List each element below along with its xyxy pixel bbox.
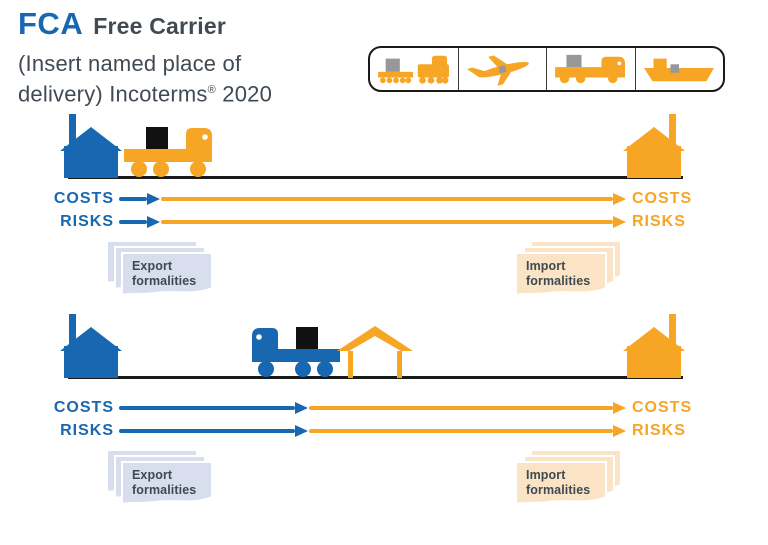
ground-line-2: [68, 375, 683, 379]
costs-orange-line-1: [161, 197, 613, 201]
costs-label-left-2: COSTS: [53, 399, 114, 416]
export-formalities-stack-1: Export formalities: [106, 240, 216, 300]
risks-blue-line-2: [119, 429, 295, 433]
costs-blue-arrowhead-1: [147, 192, 160, 205]
costs-blue-line-2: [119, 406, 295, 410]
risks-label-left-2: RISKS: [60, 422, 114, 439]
import-formalities-label-2: Import formalities: [526, 468, 591, 497]
cargo-ship-icon: [644, 58, 715, 82]
page-title: FCA Free Carrier: [18, 6, 226, 42]
import-formalities-stack-2: Import formalities: [515, 449, 625, 509]
costs-orange-arrowhead-2: [613, 401, 626, 414]
terminal-canopy-icon: [337, 326, 413, 378]
export-formalities-label-1: Export formalities: [132, 259, 197, 288]
incoterm-name: Free Carrier: [93, 13, 227, 39]
risks-orange-line-2: [309, 429, 613, 433]
costs-label-right-2: COSTS: [632, 399, 693, 416]
buyer-factory-icon-1: [623, 114, 685, 178]
risks-orange-arrowhead-2: [613, 424, 626, 437]
mode-cell-road: [547, 48, 636, 90]
freight-train-icon: [377, 55, 449, 84]
seller-truck-icon-2: [252, 327, 340, 377]
transport-modes-box: [368, 46, 725, 92]
registered-mark: ®: [207, 84, 216, 96]
costs-label-right-1: COSTS: [632, 190, 693, 207]
export-formalities-stack-2: Export formalities: [106, 449, 216, 509]
document-sheet: [121, 461, 213, 506]
document-sheet: [515, 461, 607, 506]
import-formalities-label-1: Import formalities: [526, 259, 591, 288]
costs-label-left-1: COSTS: [53, 190, 114, 207]
mode-cell-air: [459, 48, 547, 90]
costs-orange-arrowhead-1: [613, 192, 626, 205]
subtitle: (Insert named place of delivery) Incoter…: [18, 51, 272, 107]
ground-line-1: [68, 175, 683, 179]
export-formalities-label-2: Export formalities: [132, 468, 197, 497]
import-formalities-stack-1: Import formalities: [515, 240, 625, 300]
seller-factory-icon-1: [60, 114, 122, 178]
risks-label-left-1: RISKS: [60, 213, 114, 230]
subtitle-line1: (Insert named place of: [18, 51, 242, 76]
document-sheet: [121, 252, 213, 297]
costs-blue-arrowhead-2: [295, 401, 308, 414]
subtitle-line2: delivery) Incoterms® 2020: [18, 81, 273, 107]
mode-cell-rail: [370, 48, 459, 90]
risks-blue-arrowhead-1: [147, 215, 160, 228]
truck-icon: [554, 54, 625, 84]
airplane-icon: [467, 55, 530, 86]
risks-label-right-2: RISKS: [632, 422, 686, 439]
document-sheet: [515, 252, 607, 297]
risks-blue-arrowhead-2: [295, 424, 308, 437]
incoterm-acronym: FCA: [18, 6, 84, 41]
carrier-truck-icon-1: [124, 127, 212, 177]
risks-blue-line-1: [119, 220, 147, 224]
risks-label-right-1: RISKS: [632, 213, 686, 230]
costs-blue-line-1: [119, 197, 147, 201]
risks-orange-arrowhead-1: [613, 215, 626, 228]
seller-factory-icon-2: [60, 314, 122, 378]
risks-orange-line-1: [161, 220, 613, 224]
mode-cell-sea: [636, 48, 724, 90]
buyer-factory-icon-2: [623, 314, 685, 378]
costs-orange-line-2: [309, 406, 613, 410]
